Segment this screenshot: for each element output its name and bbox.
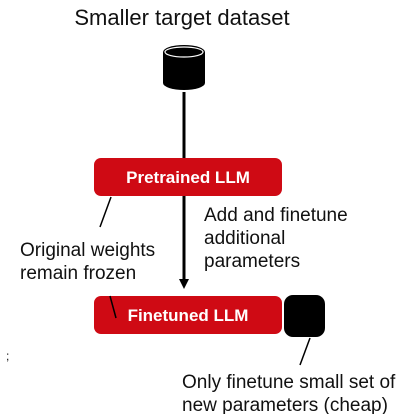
diagram-title: Smaller target dataset [74, 5, 289, 30]
small-set-leader-line [299, 337, 311, 366]
stray-mark: ; [6, 349, 9, 363]
finetuned-llm-box: Finetuned LLM [94, 296, 282, 334]
finetuned-leader-line [109, 295, 117, 319]
add-finetune-label: Add and finetune additional parameters [204, 205, 353, 272]
frozen-weights-label: Original weights remain frozen [20, 240, 160, 284]
finetuned-llm-label: Finetuned LLM [128, 306, 249, 325]
frozen-leader-line [99, 196, 112, 228]
small-set-label: Only finetune small set of new parameter… [182, 372, 401, 414]
new-parameters-icon [284, 295, 325, 337]
pretrained-llm-box: Pretrained LLM [94, 158, 282, 196]
database-icon [163, 45, 205, 90]
pretrained-llm-label: Pretrained LLM [126, 168, 250, 187]
